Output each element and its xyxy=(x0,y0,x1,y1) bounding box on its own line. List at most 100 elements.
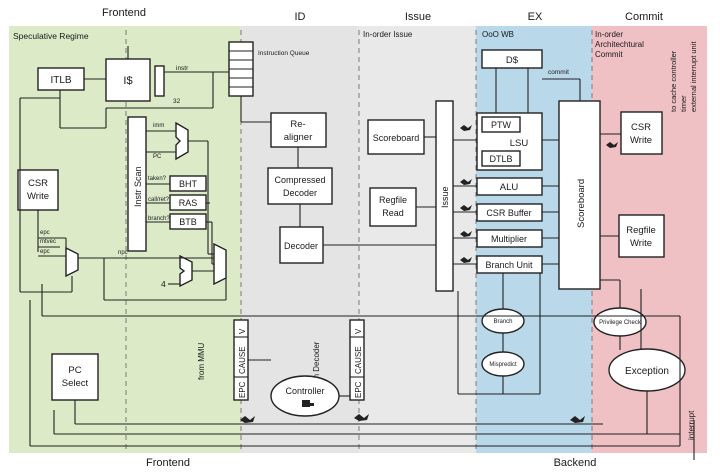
csr-write-front-label-1: CSR xyxy=(28,178,48,189)
mtvec-signal: mtvec xyxy=(40,239,56,245)
issue-block xyxy=(435,100,454,292)
ptw-label: PTW xyxy=(491,120,512,130)
epc-signal: epc xyxy=(40,230,50,236)
pc-select-label-2: Select xyxy=(62,378,89,389)
inorder-commit-label-2: Architechtural xyxy=(595,40,644,49)
bht-label: BHT xyxy=(179,179,198,189)
ex-header: EX xyxy=(528,11,543,23)
ptw-block xyxy=(481,116,521,133)
scoreboard-commit-block xyxy=(558,100,601,290)
branch-ellipse-label: Branch xyxy=(493,319,512,325)
imm-signal: imm xyxy=(153,123,164,129)
compressed-decoder-label-2: Decoder xyxy=(283,188,317,198)
controller-ellipse xyxy=(270,375,340,417)
exception-register-decoder xyxy=(349,319,365,401)
multiplier-label: Multiplier xyxy=(491,234,527,244)
pc-select-label-1: PC xyxy=(68,365,81,376)
instruction-queue-label: Instruction Queue xyxy=(258,50,310,57)
v-label-2: V xyxy=(354,328,363,334)
issue-label: Issue xyxy=(440,186,450,208)
epc-label-1: EPC xyxy=(238,381,247,398)
csr-write-commit-label-2: Write xyxy=(630,135,652,146)
frontend-header: Frontend xyxy=(102,7,146,19)
controller-hand-icon xyxy=(302,400,314,407)
commit-header: Commit xyxy=(625,11,663,23)
pc-select-block xyxy=(51,353,99,401)
inorder-commit-label-3: Commit xyxy=(595,50,623,59)
frontend-footer: Frontend xyxy=(146,457,190,469)
inorder-commit-label-1: In-order xyxy=(595,30,623,39)
from-decoder-label: from Decoder xyxy=(312,341,321,390)
id-header: ID xyxy=(295,11,306,23)
taken-signal: taken? xyxy=(148,176,167,182)
lsu-label: LSU xyxy=(510,138,529,149)
inorder-issue-label: In-order Issue xyxy=(363,30,413,39)
to-cache-label-1: to cache controller xyxy=(669,50,678,112)
regfile-write-label-1: Regfile xyxy=(626,225,656,236)
dtlb-label: DTLB xyxy=(489,154,512,164)
scoreboard-commit-label: Scoreboard xyxy=(576,179,587,228)
pc-signal: PC xyxy=(153,154,162,160)
regfile-read-label-1: Regfile xyxy=(379,195,407,205)
btb-label: BTB xyxy=(179,217,197,227)
csr-write-front-block xyxy=(17,169,59,211)
compressed-decoder-label-1: Compressed xyxy=(274,175,325,185)
itlb-label: ITLB xyxy=(50,75,71,86)
regfile-read-block xyxy=(369,187,417,227)
issue-header: Issue xyxy=(405,11,431,23)
backend-footer: Backend xyxy=(554,457,597,469)
dcache-label: D$ xyxy=(506,55,519,66)
exception-label: Exception xyxy=(625,366,669,377)
dcache-block xyxy=(481,49,543,69)
csr-write-commit-block xyxy=(620,111,663,155)
regfile-read-label-2: Read xyxy=(382,208,404,218)
regfile-write-label-2: Write xyxy=(630,238,652,249)
instr-signal: instr xyxy=(176,65,189,72)
branch-signal: branch? xyxy=(148,216,170,222)
interrupt-label: interrupt xyxy=(687,410,696,440)
alu-label: ALU xyxy=(500,182,519,193)
speculative-regime-label: Speculative Regime xyxy=(13,31,89,41)
four-signal: 4 xyxy=(161,279,166,289)
to-cache-label-3: external interrupt unit xyxy=(689,41,698,112)
thirty-two-signal: 32 xyxy=(173,98,181,105)
commit-signal: commit xyxy=(548,69,569,76)
issue-region xyxy=(359,26,476,453)
realigner-block xyxy=(270,112,327,148)
csr-write-front-label-2: Write xyxy=(27,191,49,202)
compressed-decoder-block xyxy=(267,167,333,205)
icache-block xyxy=(105,58,151,102)
csr-write-commit-label-1: CSR xyxy=(631,122,651,133)
epc2-signal: epc xyxy=(40,249,50,255)
decoder-label: Decoder xyxy=(284,241,318,251)
to-cache-label-2: timer xyxy=(679,95,688,112)
decoder-block xyxy=(279,226,324,264)
mispredict-ellipse-label: Mispredict xyxy=(489,362,517,368)
v-label-1: V xyxy=(238,328,247,334)
branch-unit-label: Branch Unit xyxy=(485,260,533,270)
instruction-queue xyxy=(228,41,254,97)
dtlb-block xyxy=(481,150,521,167)
icache-label: I$ xyxy=(123,75,132,87)
npc-signal: npc xyxy=(118,250,128,256)
instr-scan-label: Instr Scan xyxy=(133,166,143,207)
callret-signal: call/ret? xyxy=(148,197,170,203)
from-mmu-label: from MMU xyxy=(197,342,206,380)
ras-label: RAS xyxy=(179,198,198,208)
csr-buffer-label: CSR Buffer xyxy=(486,208,531,218)
controller-label: Controller xyxy=(285,386,324,396)
icache-register xyxy=(154,65,165,97)
wires xyxy=(19,46,695,460)
privilege-check-label: Privilege Check xyxy=(599,320,642,326)
pc-adder xyxy=(179,254,193,288)
cause-label-1: CAUSE xyxy=(238,346,247,374)
cause-label-2: CAUSE xyxy=(354,346,363,374)
handshake-icon xyxy=(240,125,618,423)
epc-label-2: EPC xyxy=(354,381,363,398)
scoreboard-issue-block xyxy=(367,119,425,155)
pc-mux xyxy=(65,246,79,278)
ooo-wb-label: OoO WB xyxy=(482,30,514,39)
scoreboard-issue-label: Scoreboard xyxy=(373,133,420,143)
realigner-label-1: Re- xyxy=(290,119,305,130)
